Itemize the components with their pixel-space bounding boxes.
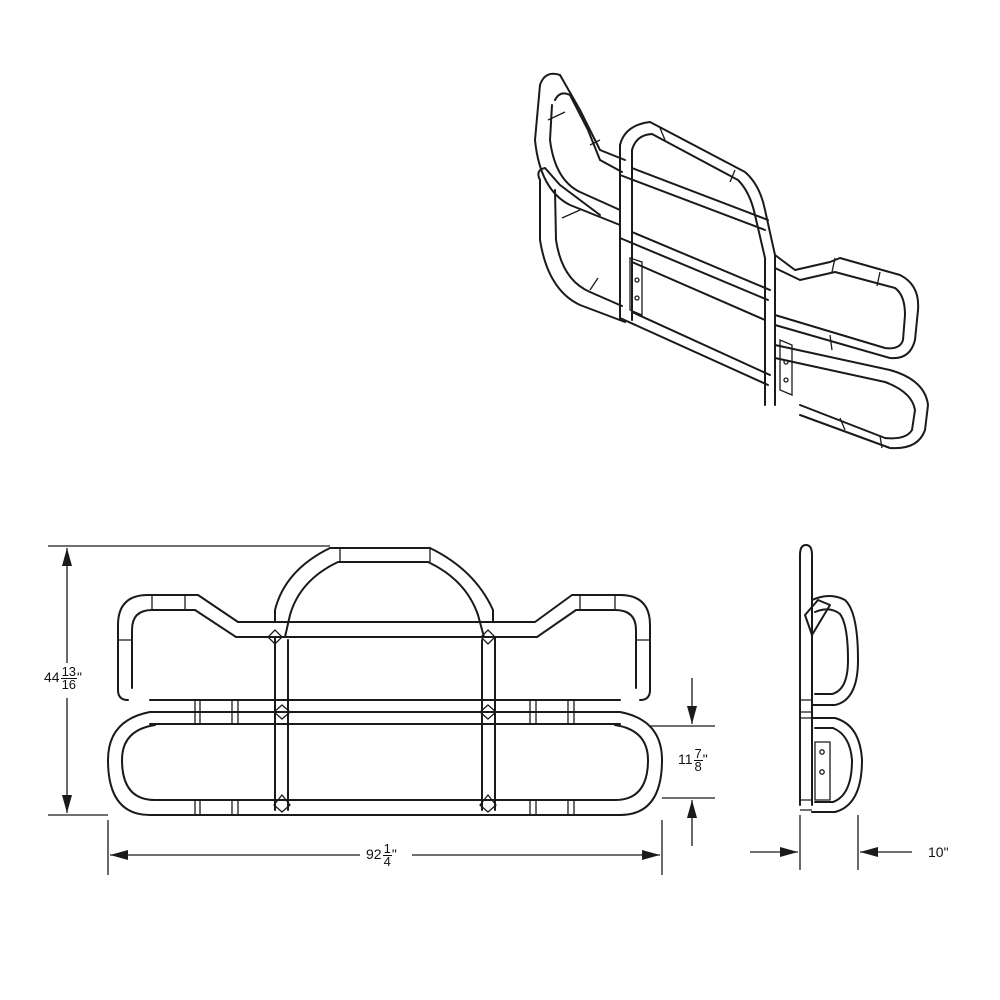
height-dimension-lines [48,545,330,816]
isometric-view [534,72,929,450]
bar-spacing-dimension-lines [650,678,715,846]
side-view [799,544,863,813]
bar-spacing-whole: 11 [678,751,693,768]
depth-dimension-label: 10" [928,844,949,860]
width-dimension-lines [107,820,663,875]
height-unit: " [77,669,83,686]
bar-spacing-unit: " [702,751,708,768]
height-whole: 44 [44,669,60,686]
width-whole: 92 [366,846,382,863]
front-view [107,547,663,816]
depth-dimension-lines [750,815,912,870]
width-unit: " [391,846,397,863]
